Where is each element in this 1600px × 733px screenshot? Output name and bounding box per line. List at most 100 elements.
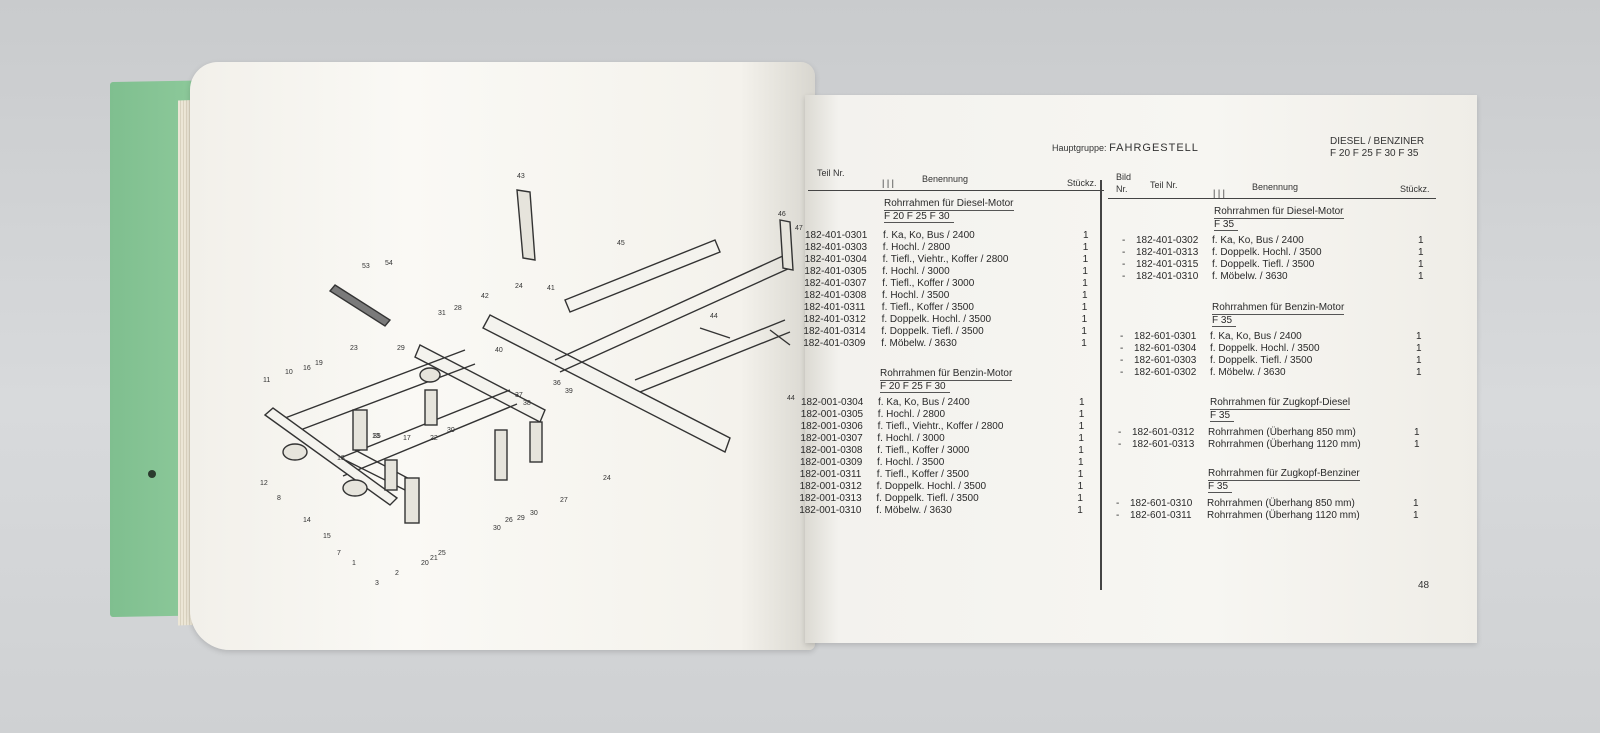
svg-text:36: 36 bbox=[553, 380, 561, 387]
quantity: 1 bbox=[1416, 331, 1422, 342]
quantity: 1 bbox=[1416, 367, 1422, 378]
svg-text:7: 7 bbox=[337, 550, 341, 557]
main-group-value: FAHRGESTELL bbox=[1109, 142, 1199, 154]
part-name: f. Tiefl., Viehtr., Koffer / 2800 bbox=[882, 254, 1009, 265]
group-benzin-f20-f30: Rohrrahmen für Benzin-Motor F 20 F 25 F … bbox=[880, 368, 1013, 393]
model-variants: DIESEL / BENZINER F 20 F 25 F 30 F 35 bbox=[1330, 136, 1424, 160]
part-name: f. Doppelk. Hochl. / 3500 bbox=[876, 481, 987, 492]
part-name: f. Tiefl., Koffer / 3000 bbox=[882, 278, 975, 289]
part-number: 182-601-0311 bbox=[1130, 510, 1192, 521]
bild-number: - bbox=[1118, 439, 1122, 450]
group-title: Rohrrahmen für Benzin-Motor bbox=[880, 368, 1013, 381]
svg-text:46: 46 bbox=[778, 211, 786, 218]
svg-text:30: 30 bbox=[530, 510, 538, 517]
main-group-heading: Hauptgruppe: FAHRGESTELL bbox=[1052, 142, 1199, 154]
main-group-label: Hauptgruppe: bbox=[1052, 143, 1107, 153]
part-name: Rohrrahmen (Überhang 850 mm) bbox=[1207, 498, 1355, 509]
quantity: 1 bbox=[1414, 439, 1420, 450]
part-name: f. Ka, Ko, Bus / 2400 bbox=[1210, 331, 1302, 342]
part-number: 182-001-0310 bbox=[799, 505, 862, 516]
part-name: f. Möbelw. / 3630 bbox=[876, 505, 952, 516]
bild-number: - bbox=[1122, 235, 1126, 246]
bild-number: - bbox=[1118, 427, 1122, 438]
quantity: 1 bbox=[1079, 397, 1085, 408]
svg-text:17: 17 bbox=[403, 435, 411, 442]
quantity: 1 bbox=[1081, 314, 1088, 325]
group-subtitle: F 20 F 25 F 30 bbox=[884, 211, 954, 223]
part-name: f. Doppelk. Hochl. / 3500 bbox=[1210, 343, 1320, 354]
part-number: 182-401-0302 bbox=[1136, 235, 1199, 246]
part-name: f. Tiefl., Koffer / 3500 bbox=[876, 469, 969, 480]
part-name: f. Hochl. / 2800 bbox=[877, 409, 946, 420]
quantity: 1 bbox=[1077, 469, 1084, 480]
part-name: f. Tiefl., Koffer / 3500 bbox=[881, 302, 974, 313]
svg-text:24: 24 bbox=[603, 475, 611, 482]
part-number: 182-001-0313 bbox=[799, 493, 862, 504]
quantity: 1 bbox=[1083, 230, 1089, 241]
part-number: 182-401-0301 bbox=[805, 230, 868, 241]
svg-text:15: 15 bbox=[323, 533, 331, 540]
quantity: 1 bbox=[1416, 343, 1422, 354]
group-title: Rohrrahmen für Zugkopf-Diesel bbox=[1210, 397, 1351, 410]
quantity: 1 bbox=[1078, 421, 1085, 432]
svg-text:21: 21 bbox=[430, 555, 438, 562]
svg-text:20: 20 bbox=[421, 560, 429, 567]
svg-text:30: 30 bbox=[493, 525, 501, 532]
group-subtitle: F 35 bbox=[1210, 410, 1235, 422]
svg-text:41: 41 bbox=[547, 285, 555, 292]
svg-text:45: 45 bbox=[617, 240, 625, 247]
col-teil-nr-left: Teil Nr. bbox=[817, 168, 845, 178]
group-zugkopf-benziner: Rohrrahmen für Zugkopf-Benziner F 35 bbox=[1208, 468, 1360, 493]
col-marks-left: | | | bbox=[882, 178, 895, 188]
svg-text:26: 26 bbox=[505, 517, 513, 524]
col-nr-right: Nr. bbox=[1116, 184, 1128, 194]
group-title: Rohrrahmen für Zugkopf-Benziner bbox=[1208, 468, 1360, 481]
part-number: 182-401-0315 bbox=[1136, 259, 1199, 270]
part-number: 182-601-0310 bbox=[1130, 498, 1193, 509]
svg-text:31: 31 bbox=[438, 310, 446, 317]
page-number: 48 bbox=[1418, 580, 1430, 591]
svg-text:27: 27 bbox=[560, 497, 568, 504]
svg-text:37: 37 bbox=[515, 392, 523, 399]
col-bild-right: Bild bbox=[1116, 172, 1132, 182]
part-name: f. Möbelw. / 3630 bbox=[1212, 271, 1288, 282]
group-subtitle: F 20 F 25 F 30 bbox=[880, 381, 950, 393]
quantity: 1 bbox=[1077, 493, 1083, 504]
quantity: 1 bbox=[1082, 290, 1088, 301]
quantity: 1 bbox=[1418, 235, 1424, 246]
bild-number: - bbox=[1116, 510, 1120, 521]
svg-text:44: 44 bbox=[710, 313, 718, 320]
svg-text:2: 2 bbox=[395, 570, 399, 577]
quantity: 1 bbox=[1418, 259, 1424, 270]
quantity: 1 bbox=[1078, 445, 1084, 456]
part-number: 182-601-0303 bbox=[1134, 355, 1197, 366]
quantity: 1 bbox=[1078, 433, 1084, 444]
svg-text:18: 18 bbox=[337, 455, 345, 462]
part-number: 182-401-0310 bbox=[1136, 271, 1199, 282]
svg-text:25: 25 bbox=[438, 550, 446, 557]
part-number: 182-401-0307 bbox=[804, 278, 867, 289]
frame-drawing bbox=[263, 189, 794, 524]
svg-text:42: 42 bbox=[481, 293, 489, 300]
svg-text:54: 54 bbox=[385, 260, 393, 267]
col-marks-right: | | | bbox=[1213, 188, 1226, 198]
part-name: f. Möbelw. / 3630 bbox=[1210, 367, 1286, 378]
svg-text:22: 22 bbox=[430, 435, 438, 442]
bild-number: - bbox=[1122, 247, 1126, 258]
part-name: f. Doppelk. Tiefl. / 3500 bbox=[876, 493, 979, 504]
part-name: f. Hochl. / 3500 bbox=[882, 290, 950, 301]
part-name: f. Möbelw. / 3630 bbox=[881, 338, 957, 349]
part-number: 182-401-0309 bbox=[803, 338, 866, 349]
header-rule-right bbox=[1108, 198, 1436, 199]
col-stueck-right: Stückz. bbox=[1400, 184, 1430, 194]
part-number: 182-601-0313 bbox=[1132, 439, 1195, 450]
col-stueck-left: Stückz. bbox=[1067, 178, 1097, 188]
part-number: 182-001-0305 bbox=[800, 409, 864, 420]
part-name: f. Tiefl., Koffer / 3000 bbox=[877, 445, 970, 456]
part-name: f. Hochl. / 3000 bbox=[877, 433, 945, 444]
group-title: Rohrrahmen für Diesel-Motor bbox=[884, 198, 1014, 211]
quantity: 1 bbox=[1078, 409, 1085, 420]
group-diesel-f35: Rohrrahmen für Diesel-Motor F 35 bbox=[1214, 206, 1344, 231]
quantity: 1 bbox=[1082, 254, 1089, 265]
part-name: f. Doppelk. Tiefl. / 3500 bbox=[1212, 259, 1315, 270]
